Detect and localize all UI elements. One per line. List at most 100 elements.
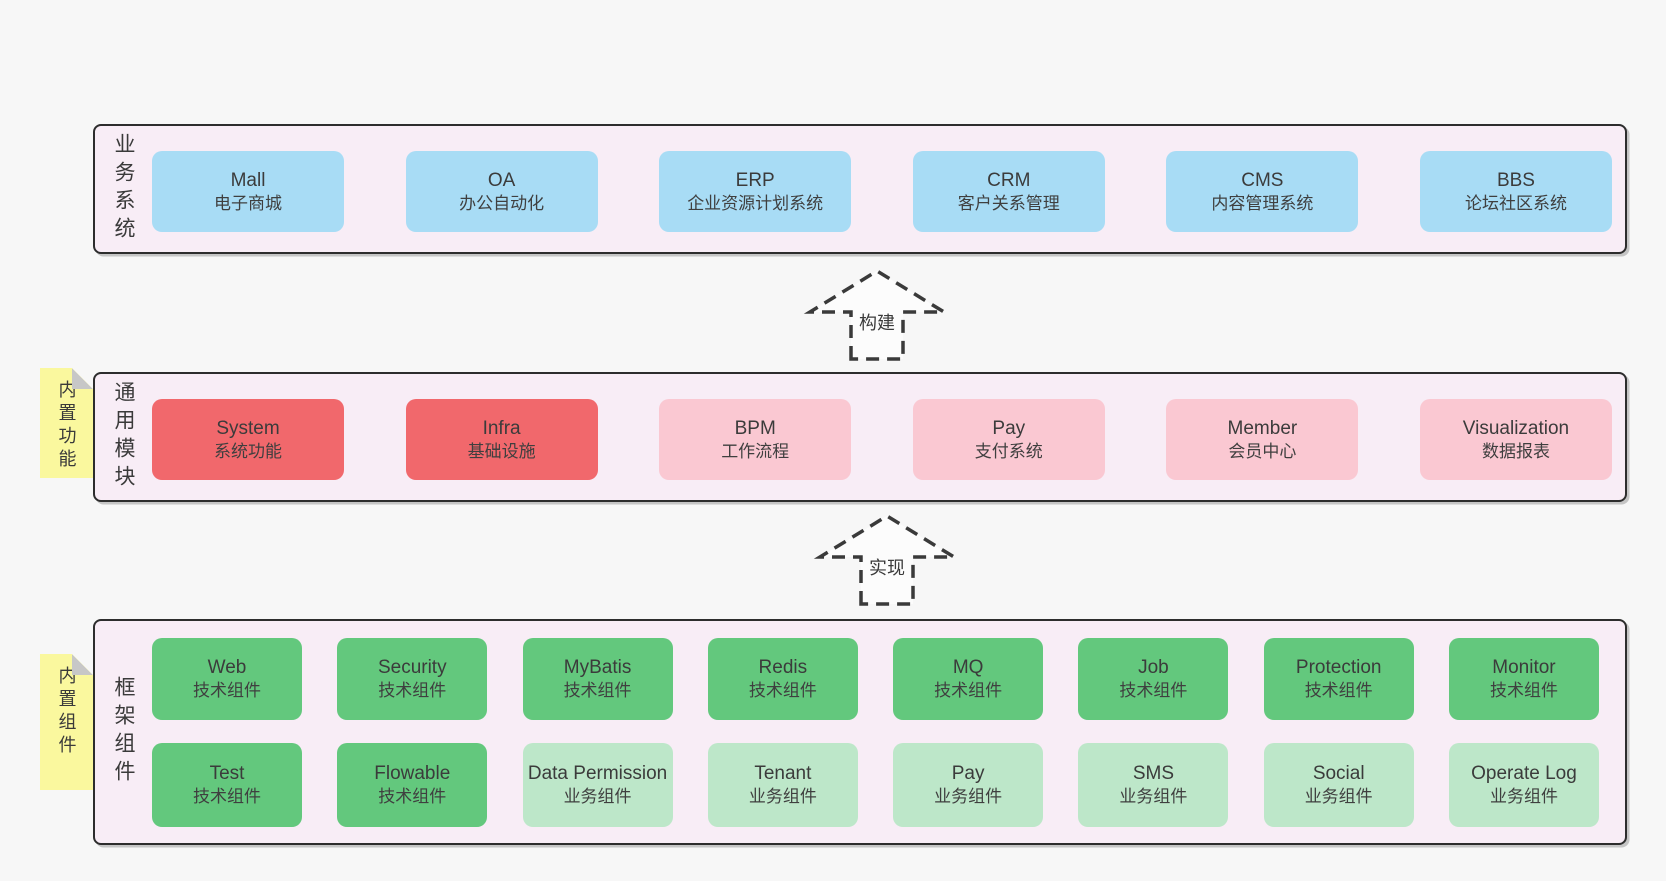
box-subtitle: 内容管理系统 [1211,193,1314,213]
box-title: Security [377,657,447,679]
box-subtitle: 会员中心 [1228,441,1297,461]
box-title: OA [487,169,516,191]
box-title: Pay [951,763,985,785]
box-title: Web [207,657,247,679]
box-title: SMS [1132,763,1174,785]
box-subtitle: 技术组件 [378,787,447,807]
box-subtitle: 办公自动化 [459,193,545,213]
box-subtitle: 技术组件 [1304,681,1373,701]
box-title: System [216,417,280,439]
box-subtitle: 业务组件 [1489,787,1558,807]
box-redis: Redis 技术组件 [707,638,858,720]
box-row: System 系统功能 Infra 基础设施 BPM 工作流程 Pay 支付系统… [152,399,1612,480]
box-bpm: BPM 工作流程 [659,399,852,480]
box-job: Job 技术组件 [1078,638,1229,720]
box-operate-log: Operate Log 业务组件 [1448,743,1599,827]
box-sms: SMS 业务组件 [1078,743,1229,827]
box-title: Pay [992,417,1026,439]
box-visualization: Visualization 数据报表 [1419,399,1612,480]
box-row: Mall 电子商城 OA 办公自动化 ERP 企业资源计划系统 CRM 客户关系… [152,151,1612,232]
box-subtitle: 系统功能 [214,441,282,461]
box-title: Redis [758,657,808,679]
box-title: MQ [952,657,984,679]
box-subtitle: 企业资源计划系统 [687,193,824,213]
box-subtitle: 论坛社区系统 [1464,193,1567,213]
box-subtitle: 数据报表 [1481,441,1550,461]
box-subtitle: 技术组件 [193,787,261,807]
box-title: BPM [734,417,776,439]
arrow-label: 构建 [857,309,897,335]
box-tenant: Tenant 业务组件 [707,743,858,827]
box-title: Data Permission [527,763,668,785]
box-title: CMS [1241,169,1284,191]
box-title: Visualization [1462,417,1570,439]
box-cms: CMS 内容管理系统 [1166,151,1359,232]
sticky-note-label: 内置功能 [56,380,77,472]
box-subtitle: 业务组件 [1119,787,1188,807]
box-pay-module: Pay 支付系统 [912,399,1105,480]
box-infra: Infra 基础设施 [405,399,598,480]
box-subtitle: 基础设施 [467,441,536,461]
box-mall: Mall 电子商城 [152,151,344,232]
box-subtitle: 工作流程 [721,441,790,461]
box-subtitle: 客户关系管理 [957,193,1060,213]
box-mybatis: MyBatis 技术组件 [522,638,673,720]
box-title: Tenant [754,763,812,785]
box-subtitle: 技术组件 [1489,681,1558,701]
box-subtitle: 支付系统 [974,441,1043,461]
box-title: Operate Log [1471,763,1577,785]
box-title: Job [1138,657,1169,679]
box-mq: MQ 技术组件 [893,638,1044,720]
box-flowable: Flowable 技术组件 [337,743,488,827]
sticky-note-built-in-components: 内置组件 [40,654,93,790]
box-erp: ERP 企业资源计划系统 [659,151,852,232]
layer-common-modules: 通用模块 System 系统功能 Infra 基础设施 BPM 工作流程 Pay… [93,372,1627,502]
box-row: Test 技术组件 Flowable 技术组件 Data Permission … [152,743,1599,827]
box-subtitle: 技术组件 [193,681,261,701]
sticky-note-built-in-functions: 内置功能 [40,368,93,478]
box-subtitle: 技术组件 [748,681,817,701]
box-monitor: Monitor 技术组件 [1448,638,1599,720]
box-subtitle: 业务组件 [1304,787,1373,807]
box-oa: OA 办公自动化 [405,151,598,232]
box-title: BBS [1496,169,1535,191]
box-title: Monitor [1492,657,1556,679]
arrow-implement: 实现 [812,511,962,607]
box-title: Social [1312,763,1365,785]
box-social: Social 业务组件 [1263,743,1414,827]
box-title: MyBatis [563,657,632,679]
box-data-permission: Data Permission 业务组件 [522,743,673,827]
box-title: Member [1227,417,1298,439]
box-title: Test [209,763,245,785]
box-subtitle: 技术组件 [1119,681,1188,701]
layer-business-systems: 业务系统 Mall 电子商城 OA 办公自动化 ERP 企业资源计划系统 CRM… [93,124,1627,254]
box-row: Web 技术组件 Security 技术组件 MyBatis 技术组件 Redi… [152,638,1599,720]
box-title: Flowable [374,763,451,785]
box-system: System 系统功能 [152,399,344,480]
box-test: Test 技术组件 [152,743,302,827]
box-security: Security 技术组件 [337,638,488,720]
box-web: Web 技术组件 [152,638,302,720]
arrow-label: 实现 [867,554,907,580]
box-subtitle: 业务组件 [563,787,632,807]
layer-label: 通用模块 [112,381,135,493]
box-crm: CRM 客户关系管理 [912,151,1105,232]
layer-framework-components: 框架组件 Web 技术组件 Security 技术组件 MyBatis 技术组件… [93,619,1627,845]
box-subtitle: 业务组件 [748,787,817,807]
box-title: CRM [987,169,1031,191]
box-subtitle: 电子商城 [214,193,282,213]
box-subtitle: 技术组件 [378,681,447,701]
box-subtitle: 技术组件 [563,681,632,701]
arrow-build: 构建 [802,266,952,362]
box-pay-component: Pay 业务组件 [893,743,1044,827]
layer-label: 框架组件 [112,676,135,788]
box-member: Member 会员中心 [1166,399,1359,480]
box-title: ERP [735,169,775,191]
box-protection: Protection 技术组件 [1263,638,1414,720]
box-bbs: BBS 论坛社区系统 [1419,151,1612,232]
box-title: Infra [482,417,521,439]
box-subtitle: 技术组件 [934,681,1003,701]
layer-label: 业务系统 [112,133,135,245]
box-title: Protection [1295,657,1382,679]
